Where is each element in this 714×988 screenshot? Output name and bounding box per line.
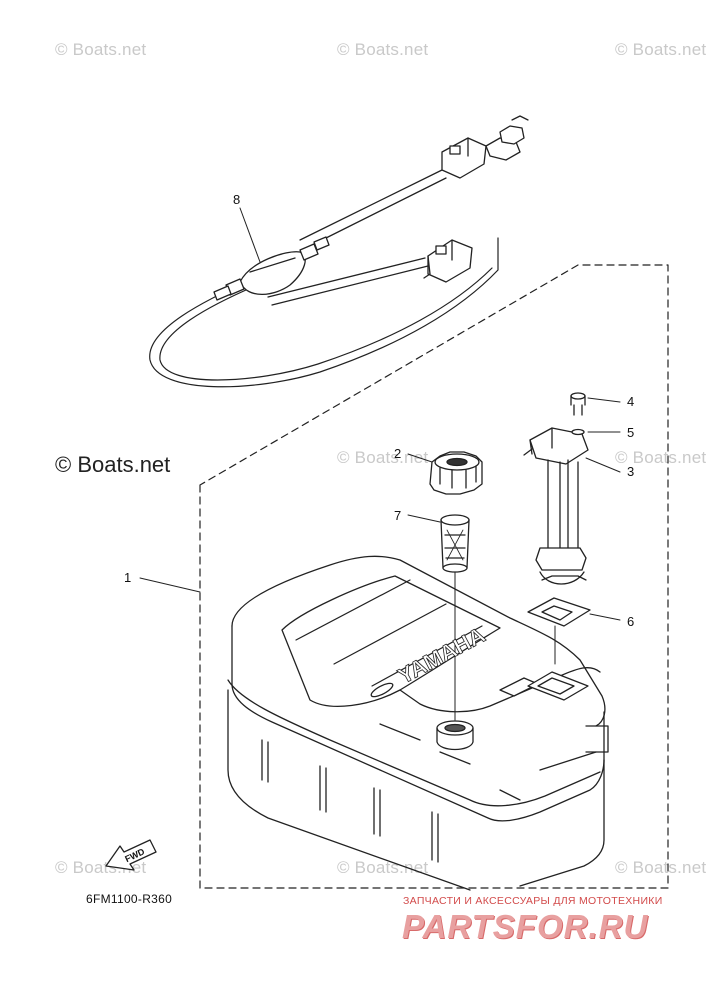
gasket <box>527 597 591 665</box>
watermark: © Boats.net <box>55 40 147 59</box>
fuel-tank <box>227 555 609 891</box>
watermark: © Boats.net <box>615 448 707 467</box>
leader-3 <box>585 457 621 473</box>
screw <box>570 392 586 416</box>
leader-2 <box>407 453 433 463</box>
callout-5: 5 <box>627 425 635 440</box>
washer <box>571 428 585 436</box>
fuel-hose <box>149 169 499 388</box>
callout-6: 6 <box>627 614 635 629</box>
watermark: © Boats.net <box>615 858 707 877</box>
watermark: © Boats.net <box>615 40 707 59</box>
primer-bulb <box>213 236 330 301</box>
leader-6 <box>589 613 621 621</box>
watermark: © Boats.net <box>337 858 429 877</box>
fuel-gauge <box>523 427 589 585</box>
tank-connector <box>423 239 473 283</box>
watermark: © Boats.net <box>55 452 171 477</box>
assembly-boundary <box>199 264 669 889</box>
diagram-code: 6FM1100-R360 <box>86 892 173 906</box>
promo-logo: PARTSFOR.RU <box>402 908 649 945</box>
leader-7 <box>407 514 441 523</box>
yamaha-emblem <box>370 682 394 698</box>
watermark: © Boats.net <box>337 40 429 59</box>
callout-4: 4 <box>627 394 635 409</box>
callout-3: 3 <box>627 464 635 479</box>
callout-8: 8 <box>233 192 241 207</box>
fwd-arrow-icon <box>105 839 157 871</box>
leader-4 <box>587 397 621 403</box>
leader-1 <box>139 577 201 593</box>
promo-tagline: ЗАПЧАСТИ И АКСЕССУАРЫ ДЛЯ МОТОТЕХНИКИ <box>403 895 663 907</box>
callout-1: 1 <box>124 570 132 585</box>
fuel-filter <box>440 514 470 721</box>
callout-7: 7 <box>394 508 402 523</box>
leader-8 <box>239 207 261 263</box>
watermark: © Boats.net <box>337 448 429 467</box>
callout-2: 2 <box>394 446 402 461</box>
engine-connector <box>441 115 529 179</box>
tank-brand-text: YAMAHA <box>394 622 489 689</box>
fuel-cap <box>429 451 483 495</box>
